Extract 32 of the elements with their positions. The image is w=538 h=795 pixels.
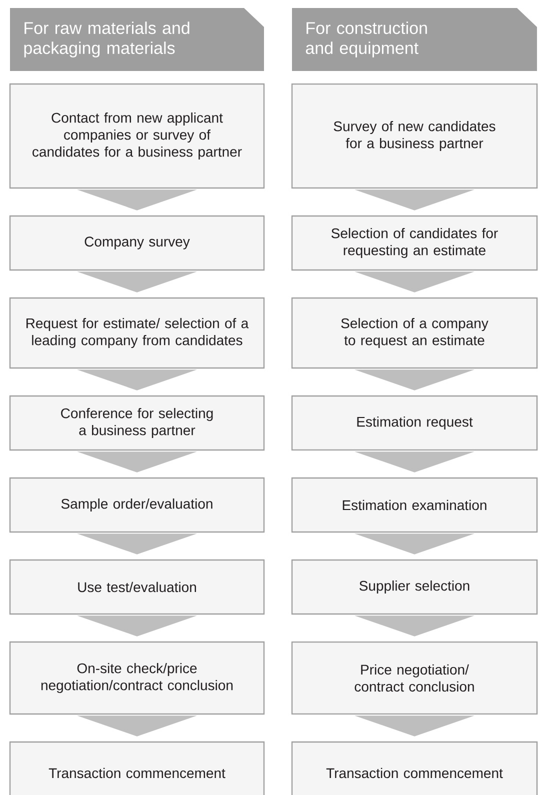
process-box: Conference for selecting a business partner xyxy=(9,395,265,451)
chevron-arrow xyxy=(354,616,474,636)
process-box: Selection of a company to request an estimate xyxy=(291,297,538,369)
process-box: Estimation examination xyxy=(291,477,538,533)
chevron-arrow xyxy=(77,616,197,636)
process-box: Use test/evaluation xyxy=(9,559,265,615)
process-box: Contact from new applicant companies or survey of candidates for a business partner xyxy=(9,83,265,189)
process-box: Survey of new candidates for a business partner xyxy=(291,83,538,189)
chevron-arrow xyxy=(77,190,197,210)
process-box: Transaction commencement xyxy=(9,741,265,795)
header-tab: For raw materials and packaging materials xyxy=(10,8,264,71)
chevron-arrow xyxy=(77,716,197,736)
chevron-arrow xyxy=(77,534,197,554)
chevron-arrow xyxy=(77,370,197,390)
process-box: Transaction commencement xyxy=(291,741,538,795)
process-box: Sample order/evaluation xyxy=(9,477,265,533)
chevron-arrow xyxy=(354,534,474,554)
chevron-arrow xyxy=(354,452,474,472)
process-box: Supplier selection xyxy=(291,559,538,615)
process-box: Price negotiation/ contract conclusion xyxy=(291,641,538,715)
chevron-arrow xyxy=(354,716,474,736)
chevron-arrow xyxy=(77,272,197,292)
chevron-arrow xyxy=(354,190,474,210)
process-box: On-site check/price negotiation/contract conclusion xyxy=(9,641,265,715)
header-tab: For construction and equipment xyxy=(292,8,537,71)
chevron-arrow xyxy=(354,272,474,292)
process-box: Company survey xyxy=(9,215,265,271)
process-box: Request for estimate/ selection of a leading company from candidates xyxy=(9,297,265,369)
process-box: Estimation request xyxy=(291,395,538,451)
process-box: Selection of candidates for requesting an estimate xyxy=(291,215,538,271)
chevron-arrow xyxy=(77,452,197,472)
chevron-arrow xyxy=(354,370,474,390)
